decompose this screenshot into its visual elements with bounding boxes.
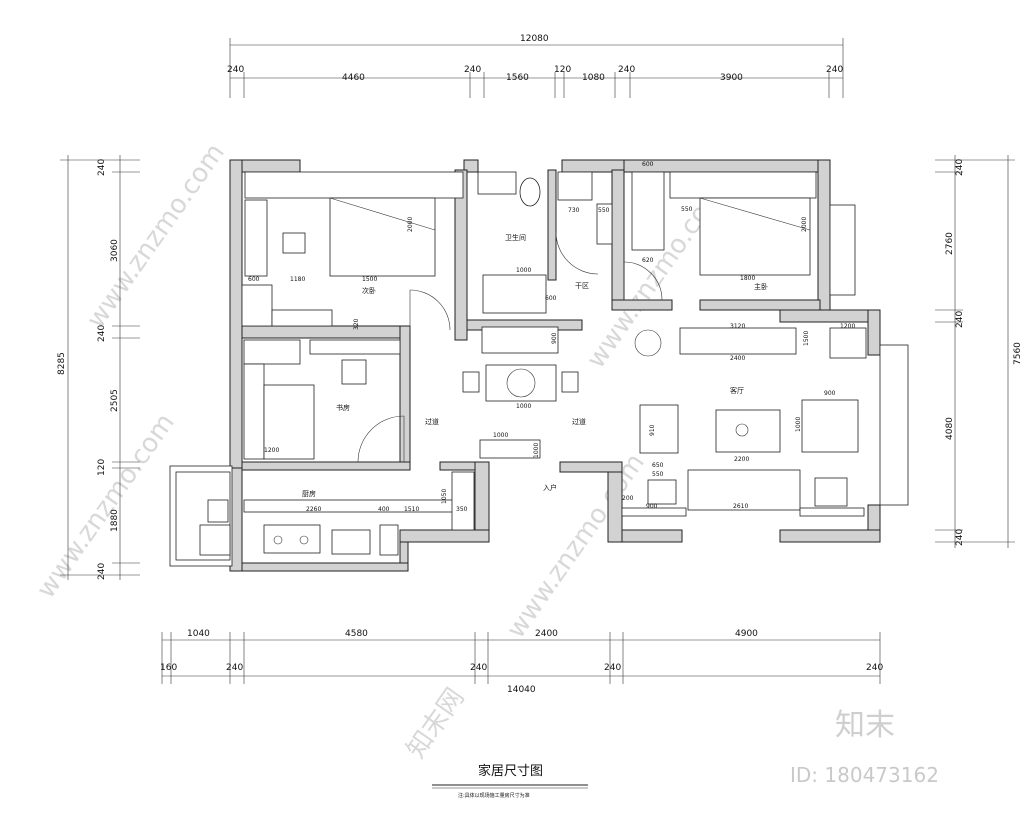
title-block: 家居尺寸图 注:具体以现场施工量房尺寸为准: [432, 763, 588, 799]
dim-interior: 1510: [404, 506, 419, 513]
dim-interior: 1200: [264, 447, 279, 454]
dim-bottom-seg: 4580: [345, 629, 368, 639]
dim-interior: 1000: [795, 417, 802, 432]
room-label: 入户: [543, 483, 557, 492]
dim-interior: 200: [622, 495, 634, 502]
dim-interior: 550: [681, 206, 693, 213]
doors: [357, 231, 663, 463]
dim-top-seg: 1080: [582, 73, 605, 83]
dim-bottom-seg: 4900: [735, 629, 758, 639]
dim-top-seg: 4460: [342, 73, 365, 83]
dim-interior: 1500: [803, 331, 810, 346]
dim-interior: 350: [456, 506, 468, 513]
dim-top-seg: 3900: [720, 73, 743, 83]
dim-interior: 600: [545, 295, 557, 302]
dim-left-total: 8285: [57, 352, 67, 375]
dim-interior: 900: [824, 390, 836, 397]
dim-interior: 2000: [801, 217, 808, 232]
dim-bottom-seg: 160: [160, 663, 177, 673]
room-label: 厨房: [302, 489, 316, 498]
dim-left-seg: 3060: [110, 239, 120, 262]
dim-left-seg: 120: [97, 459, 107, 476]
drawing-title: 家居尺寸图: [478, 763, 543, 779]
dim-right-total: 7560: [1013, 342, 1023, 365]
dim-bottom-seg: 240: [470, 663, 487, 673]
dim-left-seg: 240: [97, 159, 107, 176]
brand-logo-text: 知末: [835, 708, 895, 743]
dim-interior: 600: [642, 161, 654, 168]
room-label: 次卧: [362, 286, 376, 295]
dim-right-seg: 4080: [945, 417, 955, 440]
dim-bottom-seg: 240: [604, 663, 621, 673]
room-label: 卫生间: [505, 233, 526, 242]
dim-top-seg: 1560: [506, 73, 529, 83]
dim-interior: 730: [568, 207, 580, 214]
dim-right-seg: 240: [955, 529, 965, 546]
dim-left-seg: 2505: [110, 389, 120, 412]
dim-left-seg: 1880: [110, 509, 120, 532]
dim-interior: 2610: [733, 503, 748, 510]
dim-left-seg: 240: [97, 563, 107, 580]
dim-interior: 1500: [362, 276, 377, 283]
dim-left-seg: 240: [97, 325, 107, 342]
watermark-text: www.znzmo.com: [501, 448, 651, 644]
dim-bottom-total: 14040: [507, 685, 536, 695]
dim-top-seg: 240: [826, 65, 843, 75]
dim-interior: 320: [353, 318, 360, 330]
dim-interior: 1180: [290, 276, 305, 283]
room-label: 客厅: [730, 386, 744, 395]
dim-interior: 3120: [730, 323, 745, 330]
dim-top-seg: 240: [618, 65, 635, 75]
interior-dimensions: 600 1180 1500 2000 1000 730 550 600 550 …: [248, 161, 855, 513]
dim-interior: 1000: [533, 443, 540, 458]
room-label: 主卧: [754, 282, 768, 291]
dim-interior: 900: [646, 503, 658, 510]
room-label: 过道: [425, 417, 439, 426]
dim-interior: 1050: [441, 489, 448, 504]
dim-top-seg: 240: [464, 65, 481, 75]
dim-interior: 650: [652, 462, 664, 469]
dim-interior: 400: [378, 506, 390, 513]
dim-interior: 550: [652, 471, 664, 478]
dim-interior: 2400: [730, 355, 745, 362]
dim-interior: 1800: [740, 275, 755, 282]
dim-bottom-seg: 240: [866, 663, 883, 673]
left-dimension-lines: [60, 155, 140, 580]
dim-interior: 620: [642, 257, 654, 264]
dim-interior: 900: [551, 332, 558, 344]
dim-right-seg: 240: [955, 311, 965, 328]
room-label: 干区: [575, 282, 589, 290]
dim-interior: 550: [598, 207, 610, 214]
dim-bottom-seg: 1040: [187, 629, 210, 639]
dim-interior: 2000: [407, 217, 414, 232]
dim-interior: 910: [649, 424, 656, 436]
dim-top-total: 12080: [520, 34, 549, 44]
right-dimension-lines: [935, 155, 1015, 548]
drawing-subtitle: 注:具体以现场施工量房尺寸为准: [458, 792, 530, 799]
top-dimension-lines: [229, 38, 844, 98]
dim-interior: 1000: [516, 267, 531, 274]
dim-interior: 2200: [734, 456, 749, 463]
watermark-text: 知末网: [401, 683, 470, 764]
dim-right-seg: 2760: [945, 232, 955, 255]
walls: [169, 159, 909, 572]
image-id: ID: 180473162: [790, 763, 939, 787]
bottom-dimension-lines: [161, 632, 881, 684]
dim-top-seg: 120: [554, 65, 571, 75]
room-label: 书房: [336, 403, 350, 412]
dim-bottom-seg: 240: [226, 663, 243, 673]
dim-interior: 1000: [516, 403, 531, 410]
dim-right-seg: 240: [955, 159, 965, 176]
dim-bottom-seg: 2400: [535, 629, 558, 639]
dim-top-seg: 240: [227, 65, 244, 75]
furniture: [199, 171, 867, 556]
dim-interior: 600: [248, 276, 260, 283]
dim-interior: 1000: [493, 432, 508, 439]
dim-interior: 1200: [840, 323, 855, 330]
room-label: 过道: [572, 417, 586, 426]
dim-interior: 2260: [306, 506, 321, 513]
